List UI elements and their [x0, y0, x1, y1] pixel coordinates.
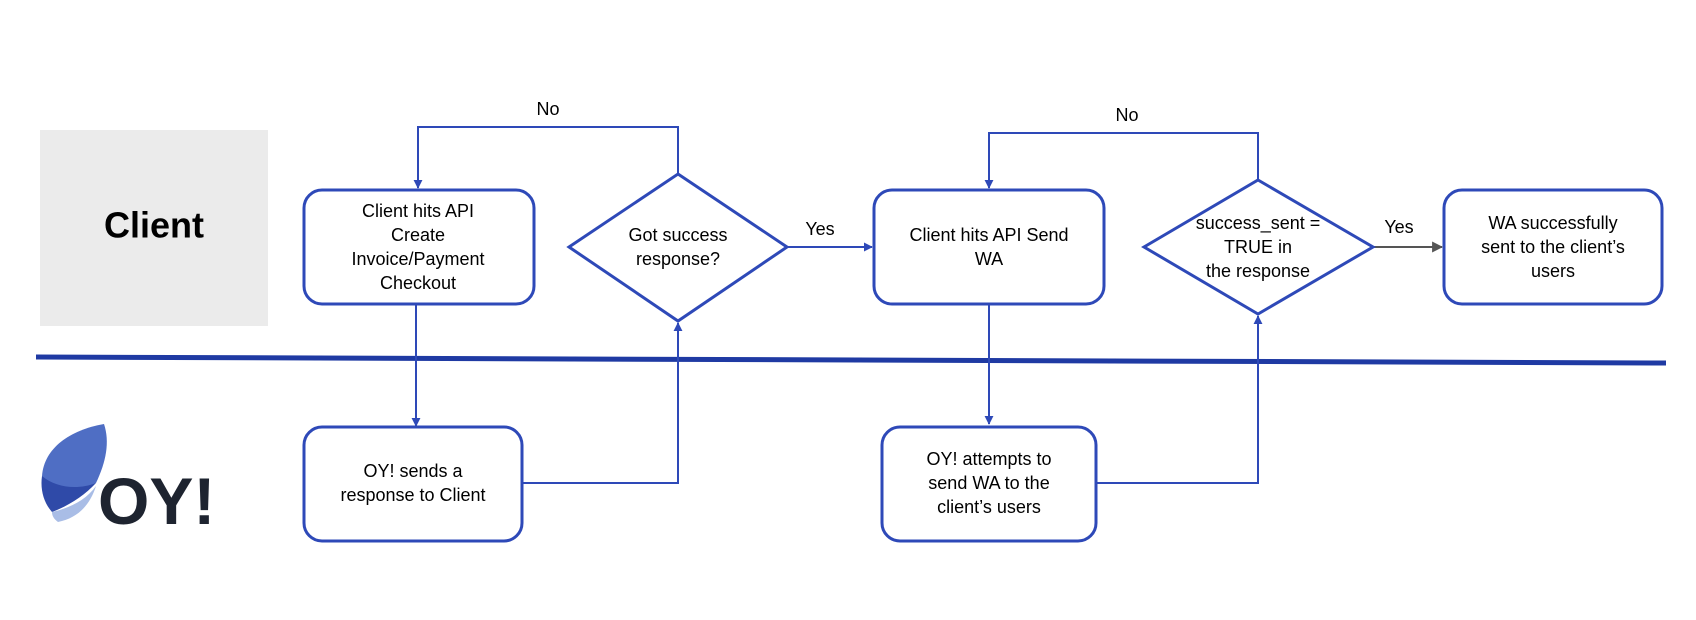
- node-text-line: sent to the client’s: [1481, 237, 1625, 257]
- node-success-sent-text: success_sent = TRUE in the response: [1196, 213, 1321, 281]
- node-text-line: Checkout: [380, 273, 456, 293]
- node-got-success-decision: [566, 172, 790, 323]
- edge-oy-response-to-got-success: [522, 322, 683, 484]
- node-oy-response: [302, 425, 524, 543]
- logo-leaf-top: [42, 424, 107, 491]
- node-text-line: response?: [636, 249, 720, 269]
- node-wa-success: [1442, 188, 1664, 306]
- logo-wordmark: OY!: [98, 464, 215, 538]
- oy-logo: OY!: [41, 424, 215, 538]
- edge-label-no-1: No: [536, 99, 559, 119]
- client-lane-label: Client: [104, 205, 204, 246]
- node-text-line: Create: [391, 225, 445, 245]
- node-text-line: OY! sends a: [363, 461, 463, 481]
- edge-label-yes-2: Yes: [1384, 217, 1413, 237]
- edge-success-sent-no-loop: [984, 132, 1259, 189]
- node-text-line: Invoice/Payment: [351, 249, 484, 269]
- edge-label-no-2: No: [1115, 105, 1138, 125]
- edge-oy-attempts-to-success-sent: [1096, 315, 1263, 484]
- node-text-line: send WA to the: [928, 473, 1049, 493]
- node-oy-attempts-text: OY! attempts to send WA to the client’s us…: [926, 449, 1051, 517]
- lane-divider: [35, 354, 1667, 366]
- node-text-line: success_sent =: [1196, 213, 1321, 234]
- node-text-line: Client hits API: [362, 201, 474, 221]
- node-text-line: WA successfully: [1488, 213, 1617, 233]
- node-text-line: the response: [1206, 261, 1310, 281]
- edges: [411, 126, 1263, 484]
- node-text-line: Client hits API Send: [909, 225, 1068, 245]
- node-success-sent-decision: [1141, 178, 1376, 316]
- client-lane-box: [40, 130, 268, 326]
- node-wa-success-text: WA successfully sent to the client’s users: [1481, 213, 1625, 281]
- node-send-wa: [872, 188, 1106, 306]
- node-text-line: response to Client: [340, 485, 485, 505]
- node-oy-attempts: [880, 425, 1098, 543]
- node-text-line: client’s users: [937, 497, 1041, 517]
- node-text-line: Got success: [628, 225, 727, 245]
- node-text-line: OY! attempts to: [926, 449, 1051, 469]
- edge-label-yes-1: Yes: [805, 219, 834, 239]
- node-create-invoice: [302, 188, 536, 306]
- node-text-line: TRUE in: [1224, 237, 1292, 257]
- node-text-line: WA: [975, 249, 1003, 269]
- node-got-success-text: Got success response?: [628, 225, 727, 269]
- logo-leaf-middle: [41, 476, 96, 512]
- logo-leaf-bottom: [52, 486, 96, 522]
- node-text-line: users: [1531, 261, 1575, 281]
- node-oy-response-text: OY! sends a response to Client: [340, 461, 485, 505]
- edge-got-success-no-loop: [413, 126, 679, 189]
